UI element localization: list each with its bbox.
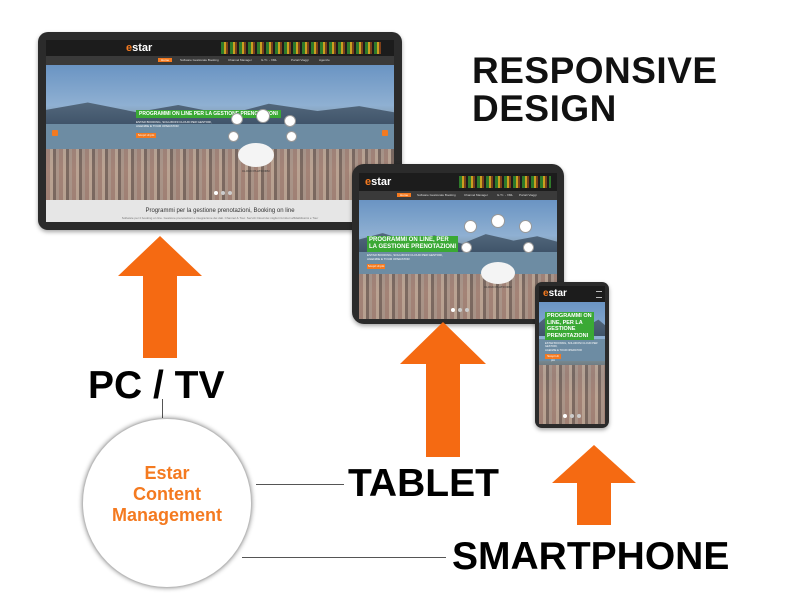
tablet-nav-gti[interactable]: G.T.I. - XML (497, 193, 514, 197)
tablet-bubble-5 (523, 242, 534, 253)
pc-footer-title: Programmi per la gestione prenotazioni, … (145, 208, 295, 214)
tablet-slider-dot-2[interactable] (458, 308, 462, 312)
tablet-cloud-label: CLOUD PLATFORM (484, 285, 512, 289)
phone-site-topbar: estar (539, 286, 605, 302)
tablet-site-topbar: estar (359, 173, 557, 191)
tablet-hero-button[interactable]: Scopri di più (367, 264, 385, 269)
pc-bubble-4 (228, 131, 239, 142)
pc-site-logo: estar (126, 42, 153, 54)
heading-line-2: DESIGN (472, 88, 617, 129)
phone-hero-subtext: ESTAR BOOKING, SOLUZIONI CLOUD PER GESTO… (545, 342, 598, 352)
pc-bubble-1 (231, 113, 243, 125)
pc-slider-next[interactable] (382, 130, 388, 136)
tablet-screen: estar Home Software Gestionale Booking C… (359, 173, 557, 319)
phone-menu-icon[interactable] (596, 291, 602, 298)
pc-screen: estar Home Software Gestionale Booking C… (46, 40, 394, 222)
tablet-site-logo: estar (365, 176, 392, 188)
tablet-nav-portali[interactable]: Portali Viaggi (519, 193, 537, 197)
phone-site-logo: estar (543, 288, 567, 299)
tablet-slider-dot-1[interactable] (451, 308, 455, 312)
pc-up-arrow (118, 236, 202, 358)
pc-nav-home[interactable]: Home (158, 58, 173, 62)
circle-label: Estar Content Management (83, 463, 251, 526)
phone-slider-dot-3[interactable] (577, 414, 581, 418)
phone-slider-dot-2[interactable] (570, 414, 574, 418)
pc-hero-banner: PROGRAMMI ON LINE PER LA GESTIONE PRENOT… (136, 110, 281, 118)
pc-hero: PROGRAMMI ON LINE PER LA GESTIONE PRENOT… (46, 65, 394, 200)
pc-nav-booking[interactable]: Software Gestionale Booking (180, 58, 219, 62)
estar-content-management-circle: Estar Content Management (82, 418, 252, 588)
connector-tablet (256, 484, 344, 485)
tablet-device: estar Home Software Gestionale Booking C… (352, 164, 564, 324)
heading-line-1: RESPONSIVE (472, 50, 718, 91)
pc-nav-gti[interactable]: G.T.I. - XML (261, 58, 278, 62)
pc-nav-agenzie[interactable]: Agenzie (319, 58, 330, 62)
phone-slider-dot-1[interactable] (563, 414, 567, 418)
pc-slider-dot-2[interactable] (221, 191, 225, 195)
tablet-nav-booking[interactable]: Software Gestionale Booking (417, 193, 456, 197)
pc-bubble-3 (284, 115, 296, 127)
phone-hero-button[interactable]: Scopri di più (545, 354, 561, 362)
pc-topbar-graphic (221, 42, 381, 54)
pc-bubble-2 (256, 109, 270, 123)
pc-slider-dot-3[interactable] (228, 191, 232, 195)
smartphone-up-arrow-shape (552, 445, 636, 525)
pc-slider-dot-1[interactable] (214, 191, 218, 195)
pc-cloud-graphic (238, 143, 274, 167)
tablet-bubble-3 (519, 220, 532, 233)
tablet-hero-subtext: ESTAR BOOKING, SOLUZIONI CLOUD PER GESTO… (367, 253, 443, 261)
pc-bubble-5 (286, 131, 297, 142)
tablet-bubble-2 (491, 214, 505, 228)
pc-monitor: estar Home Software Gestionale Booking C… (38, 32, 402, 230)
smartphone-label: SMARTPHONE (452, 535, 730, 578)
circle-line-3: Management (111, 505, 223, 525)
tablet-nav-channel[interactable]: Channel Manager (464, 193, 488, 197)
tablet-up-arrow (400, 322, 486, 457)
tablet-bubble-4 (461, 242, 472, 253)
pc-hero-button[interactable]: Scopri di più (136, 133, 156, 138)
circle-line-1: Estar (144, 463, 190, 483)
pc-up-arrow-shape (118, 236, 202, 358)
pc-tv-label: PC / TV (88, 364, 225, 407)
smartphone-up-arrow (552, 445, 636, 525)
tablet-site-nav: Home Software Gestionale Booking Channel… (359, 191, 557, 200)
tablet-slider-dot-3[interactable] (465, 308, 469, 312)
pc-site-nav: Home Software Gestionale Booking Channel… (46, 56, 394, 65)
connector-smartphone (242, 557, 446, 558)
pc-site-topbar: estar (46, 40, 394, 56)
pc-cloud-label: CLOUD PLATFORM (242, 169, 270, 173)
pc-nav-channel[interactable]: Channel Manager (228, 58, 252, 62)
tablet-cloud-graphic (481, 262, 515, 284)
pc-hero-subtext: ESTAR BOOKING, SOLUZIONI CLOUD PER GESTO… (136, 120, 212, 128)
pc-site-footer: Programmi per la gestione prenotazioni, … (46, 200, 394, 222)
tablet-label: TABLET (348, 462, 499, 505)
responsive-design-heading: RESPONSIVE DESIGN (472, 52, 718, 128)
circle-line-2: Content (133, 484, 201, 504)
tablet-nav-home[interactable]: Home (397, 193, 412, 197)
pc-footer-subtitle: Software per il booking on line. Gestion… (121, 216, 319, 220)
pc-slider-prev[interactable] (52, 130, 58, 136)
tablet-up-arrow-shape (400, 322, 486, 457)
tablet-topbar-graphic (459, 176, 551, 188)
connector-pc (162, 399, 163, 418)
tablet-bubble-1 (464, 220, 477, 233)
pc-nav-portali[interactable]: Portali Viaggi (291, 58, 309, 62)
